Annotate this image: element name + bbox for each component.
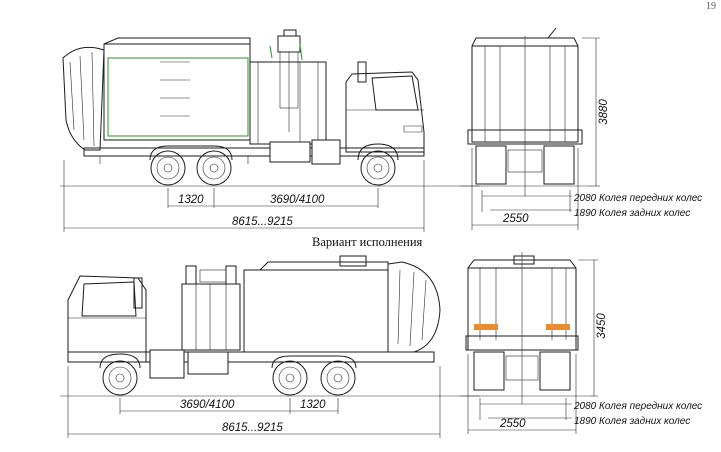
bottom-width: 2550	[499, 418, 526, 430]
top-wheel-spacing: 1320	[178, 194, 204, 206]
top-rear-wheel-2	[196, 150, 232, 186]
page-number: 19	[706, 1, 716, 12]
variant-caption: Вариант исполнения	[312, 235, 423, 249]
top-front-track: 2080 Колея передних колес	[573, 193, 702, 204]
bottom-rear-view: 3450 2550 2080 Колея передних колес 1890…	[460, 252, 702, 434]
top-side-view: 1320 3690/4100 8615...9215	[60, 29, 480, 232]
bottom-rear-wheel-2	[320, 360, 356, 396]
top-rear-view: 3880 2550 2080 Колея передних колес 1890…	[460, 27, 702, 230]
right-warning-stripe	[546, 324, 570, 330]
top-width: 2550	[502, 213, 529, 225]
top-rear-track: 1890 Колея задних колес	[574, 208, 690, 219]
bottom-front-wheel	[102, 360, 138, 396]
bottom-wheel-spacing: 1320	[300, 399, 326, 411]
left-warning-stripe	[474, 324, 498, 330]
top-wheelbase: 3690/4100	[270, 194, 325, 206]
bottom-front-track: 2080 Колея передних колес	[573, 401, 702, 412]
top-height: 3880	[598, 99, 610, 125]
bottom-rear-wheel-1	[272, 360, 308, 396]
top-front-wheel	[360, 150, 396, 186]
top-rear-wheel-1	[150, 150, 186, 186]
bottom-wheelbase: 3690/4100	[180, 399, 235, 411]
bottom-rear-track: 1890 Колея задних колес	[574, 416, 690, 427]
top-overall-length: 8615...9215	[232, 216, 293, 228]
bottom-overall-length: 8615...9215	[222, 422, 283, 434]
bottom-side-view: 3690/4100 1320 8615...9215	[60, 255, 480, 438]
bottom-height: 3450	[596, 313, 608, 339]
